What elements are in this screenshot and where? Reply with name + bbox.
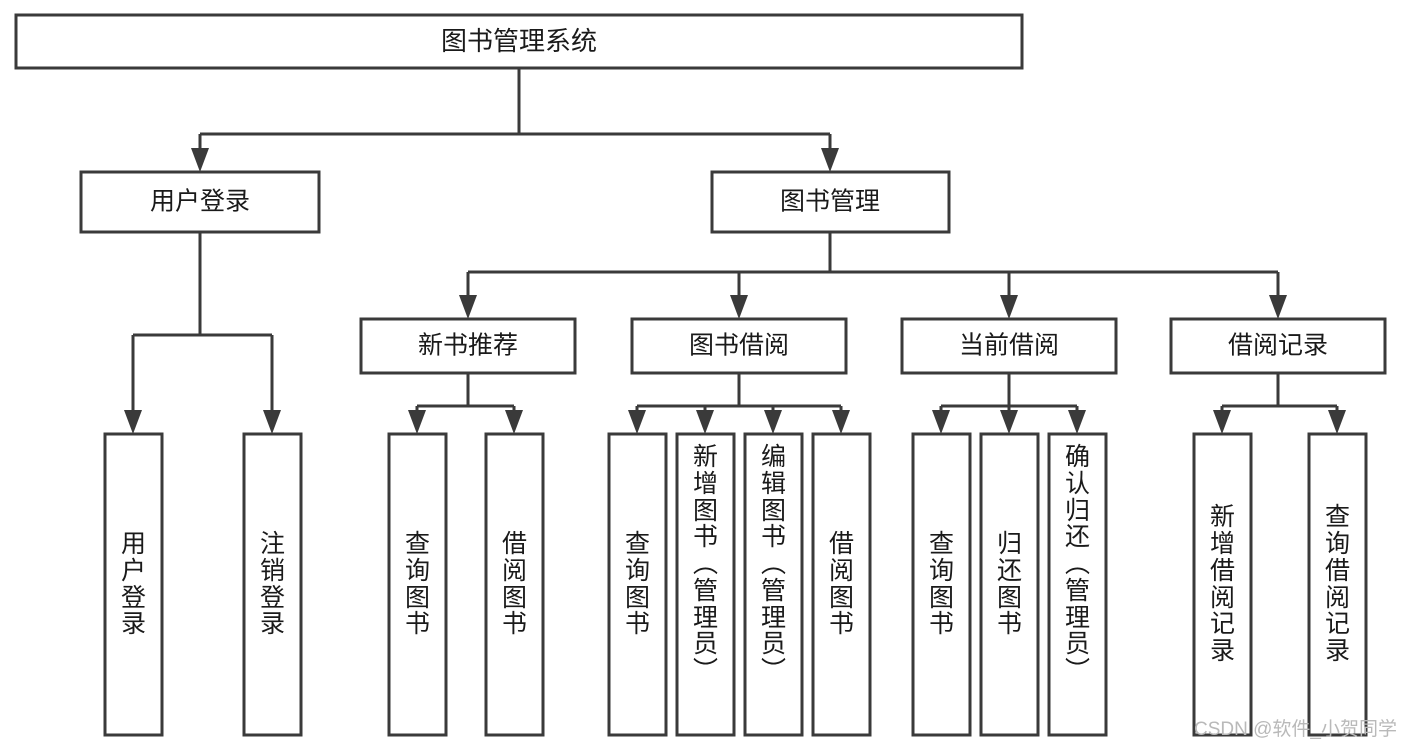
node-box-leaf-logout[interactable] <box>242 432 303 737</box>
arrow-head-leaf-query-record <box>1328 410 1346 434</box>
arrow-head-user-login <box>191 148 209 172</box>
node-box-leaf-add-book[interactable] <box>675 432 736 737</box>
node-label-book-manage: 图书管理 <box>780 188 880 216</box>
arrow-head-book-borrow <box>730 295 748 319</box>
arrow-head-new-book-recommend <box>459 295 477 319</box>
arrow-head-leaf-query-book-2 <box>628 410 646 434</box>
node-layer: 图书管理系统 用户登录 图书管理 新书推荐 图书借阅 当前借阅 借阅记录 <box>14 13 1387 737</box>
node-label-root: 图书管理系统 <box>441 26 597 56</box>
node-box-leaf-borrow-book-1[interactable] <box>484 432 545 737</box>
arrow-head-leaf-query-book-1 <box>408 410 426 434</box>
node-box-leaf-query-book-3[interactable] <box>911 432 972 737</box>
node-box-user-login[interactable] <box>79 170 321 234</box>
node-label-new-book-recommend: 新书推荐 <box>418 332 518 360</box>
arrow-head-leaf-confirm-return <box>1068 410 1086 434</box>
node-box-leaf-query-book-2[interactable] <box>607 432 668 737</box>
node-box-book-borrow[interactable] <box>630 317 848 375</box>
node-box-leaf-query-book-1[interactable] <box>387 432 448 737</box>
arrow-head-leaf-query-book-3 <box>932 410 950 434</box>
node-box-book-manage[interactable] <box>710 170 951 234</box>
arrow-head-leaf-borrow-book-2 <box>832 410 850 434</box>
node-label-current-borrow: 当前借阅 <box>959 332 1059 360</box>
node-label-borrow-record: 借阅记录 <box>1228 332 1328 360</box>
arrow-head-leaf-logout <box>263 410 281 434</box>
arrow-head-leaf-borrow-book-1 <box>505 410 523 434</box>
node-label-book-borrow: 图书借阅 <box>689 332 789 360</box>
node-box-leaf-add-record[interactable] <box>1192 432 1253 737</box>
arrow-head-leaf-return-book <box>1000 410 1018 434</box>
node-box-leaf-user-login[interactable] <box>103 432 164 737</box>
node-box-root[interactable] <box>14 13 1024 70</box>
arrow-head-leaf-add-book <box>696 410 714 434</box>
node-box-new-book-recommend[interactable] <box>359 317 577 375</box>
arrow-head-book-manage <box>821 148 839 172</box>
arrow-head-borrow-record <box>1269 295 1287 319</box>
node-label-user-login: 用户登录 <box>150 188 250 216</box>
arrow-head-leaf-edit-book <box>764 410 782 434</box>
connector-layer <box>124 68 1346 434</box>
arrow-head-current-borrow <box>1000 295 1018 319</box>
node-box-leaf-borrow-book-2[interactable] <box>811 432 872 737</box>
node-box-leaf-edit-book[interactable] <box>743 432 804 737</box>
node-box-leaf-query-record[interactable] <box>1307 432 1368 737</box>
node-box-leaf-confirm-return[interactable] <box>1047 432 1108 737</box>
node-box-current-borrow[interactable] <box>900 317 1118 375</box>
node-box-borrow-record[interactable] <box>1169 317 1387 375</box>
arrow-head-leaf-user-login <box>124 410 142 434</box>
node-box-leaf-return-book[interactable] <box>979 432 1040 737</box>
arrow-head-leaf-add-record <box>1213 410 1231 434</box>
